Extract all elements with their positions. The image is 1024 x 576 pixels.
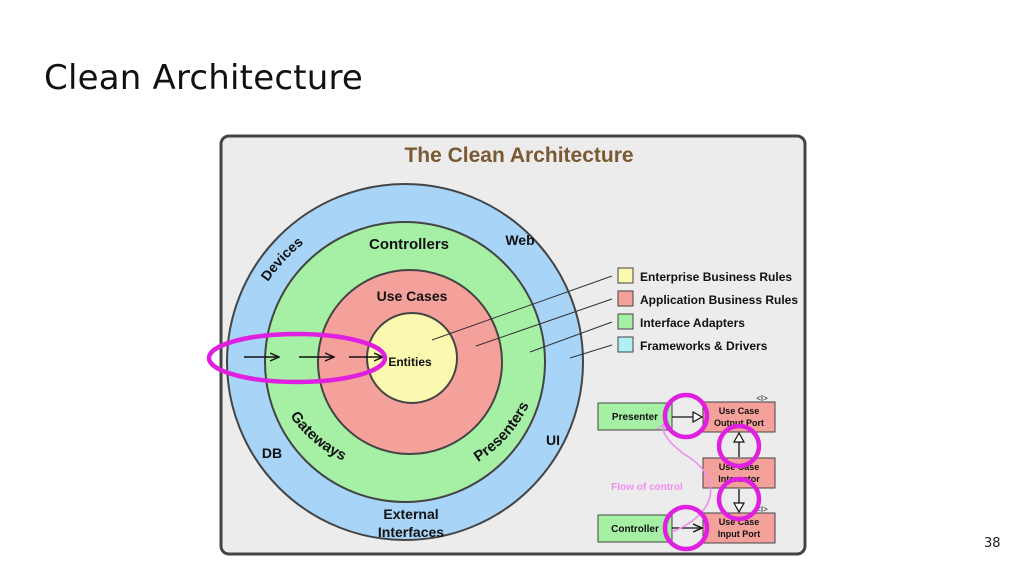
- presenter-label: Presenter: [612, 412, 658, 423]
- highlight-output-port-arrow: [716, 423, 762, 469]
- output-port-tag: <I>: [756, 394, 768, 403]
- page-number: 38: [984, 536, 1001, 551]
- legend-label-frameworks: Frameworks & Drivers: [640, 339, 768, 353]
- label-external: External: [383, 506, 438, 522]
- controller-label: Controller: [611, 524, 659, 535]
- legend-label-application: Application Business Rules: [640, 293, 798, 307]
- highlight-interactor-arrow: [716, 476, 762, 522]
- label-ui: UI: [546, 432, 560, 448]
- slide-title: Clean Architecture: [44, 58, 364, 98]
- legend-label-adapters: Interface Adapters: [640, 316, 745, 330]
- input-port-line2: Input Port: [718, 529, 761, 539]
- legend: Enterprise Business Rules Application Bu…: [617, 267, 798, 353]
- highlight-controller-arrow: [662, 504, 710, 552]
- label-web: Web: [505, 232, 534, 248]
- legend-swatch-enterprise: [617, 267, 634, 284]
- legend-leader-lines: [431, 275, 613, 359]
- label-db: DB: [262, 445, 282, 461]
- legend-swatch-frameworks: [617, 336, 634, 353]
- highlight-dependency-arrows: [206, 331, 388, 385]
- output-port-line2: Output Port: [714, 418, 764, 428]
- input-port-tag: <I>: [756, 505, 768, 514]
- interactor-box: [702, 457, 776, 489]
- label-interfaces: Interfaces: [378, 524, 444, 540]
- diagram-title: The Clean Architecture: [404, 144, 633, 167]
- label-use-cases: Use Cases: [377, 288, 448, 304]
- label-controllers: Controllers: [369, 236, 449, 253]
- highlight-presenter-arrow: [662, 392, 710, 440]
- highlight-annotations: [206, 331, 762, 552]
- flow-of-control-curve: [663, 424, 712, 533]
- flow-of-control-label: Flow of control: [611, 482, 683, 493]
- legend-label-enterprise: Enterprise Business Rules: [640, 270, 792, 284]
- label-entities: Entities: [388, 355, 432, 369]
- controller-box: [597, 514, 673, 543]
- legend-swatch-application: [617, 290, 634, 307]
- ring-entities: [366, 312, 458, 404]
- legend-swatch-adapters: [617, 313, 634, 330]
- input-port-line1: Use Case: [719, 517, 760, 527]
- output-port-line1: Use Case: [719, 406, 760, 416]
